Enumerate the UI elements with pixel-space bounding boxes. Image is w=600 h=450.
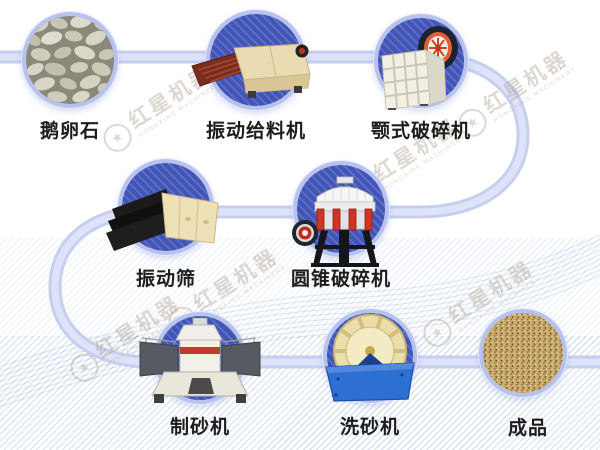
node-pebbles[interactable]: 鹅卵石 [22,12,118,142]
sand-washing-machine-icon [325,314,415,402]
step-label[interactable]: 圆锥破碎机 [290,269,391,290]
star-icon: ★ [64,347,104,387]
vibrating-feeder-icon [191,43,311,98]
node-vibrating-screen[interactable]: 振动筛 [106,159,219,290]
jaw-crusher-icon [381,26,458,110]
node-cone-crusher[interactable]: 圆锥破碎机 [291,161,390,290]
node-sand-washer[interactable]: 洗砂机 [323,309,417,438]
step-label[interactable]: 颚式破碎机 [370,121,471,142]
step-label[interactable]: 洗砂机 [339,417,400,438]
step-label[interactable]: 制砂机 [169,417,230,438]
vibrating-screen-icon [106,189,219,251]
step-label[interactable]: 振动给料机 [205,121,306,142]
node-finished-product[interactable]: 成品 [479,309,567,439]
sand-making-machine-icon [139,318,261,403]
node-sand-maker[interactable]: 制砂机 [139,312,261,438]
step-label[interactable]: 成品 [507,418,548,439]
pebbles-icon [26,16,114,104]
cone-crusher-icon [292,176,379,267]
node-jaw-crusher[interactable]: 颚式破碎机 [371,14,470,142]
step-label[interactable]: 鹅卵石 [39,121,100,142]
node-vibrating-feeder[interactable]: 振动给料机 [191,10,311,142]
finished-product-icon [483,313,563,393]
step-label[interactable]: 振动筛 [135,269,196,290]
star-icon: ★ [417,312,457,352]
